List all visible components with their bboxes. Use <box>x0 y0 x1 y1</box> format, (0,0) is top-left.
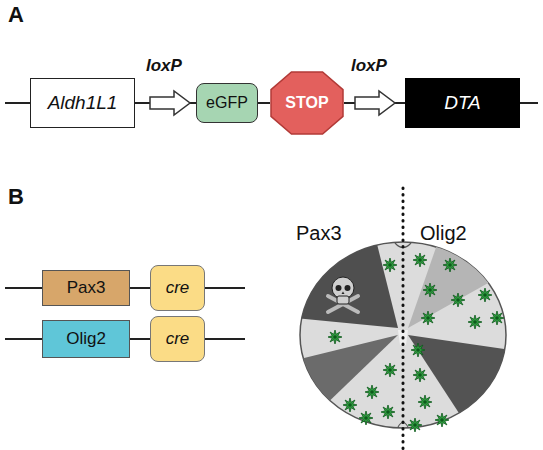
dna-line <box>5 287 42 289</box>
dna-connector <box>130 287 150 289</box>
promoter-box: Pax3 <box>42 270 130 306</box>
site-label: loxP <box>146 56 182 76</box>
ablated-region <box>296 236 398 328</box>
octagon-shape <box>271 72 343 134</box>
dna-line <box>520 102 538 104</box>
panel-letter: A <box>8 2 24 28</box>
midline-divider <box>402 188 405 450</box>
loxp-arrow <box>355 91 395 115</box>
panel-letter: B <box>8 184 24 210</box>
node-text: Olig2 <box>66 329 106 349</box>
gray-matter-wedge <box>296 335 398 412</box>
skull-symbol <box>328 277 358 312</box>
dna-line <box>5 338 42 340</box>
node-text: cre <box>166 329 190 349</box>
node-text: Pax3 <box>67 278 106 298</box>
astrocyte-cells <box>328 253 504 432</box>
region-label: Olig2 <box>420 222 467 245</box>
site-label: loxP <box>351 56 387 76</box>
ablated-region <box>408 335 512 430</box>
dna-line <box>5 102 30 104</box>
dna-connector <box>258 102 270 104</box>
promoter-box: Olig2 <box>42 320 130 358</box>
node-text: DTA <box>444 92 481 114</box>
promoter-box: Aldh1L1 <box>30 78 135 128</box>
cre-box: cre <box>150 265 205 311</box>
dna-connector <box>130 338 150 340</box>
loxp-arrow <box>150 91 190 115</box>
reporter-box: eGFP <box>196 83 258 123</box>
cre-box: cre <box>150 316 205 362</box>
dna-line <box>205 338 245 340</box>
stop-octagon: STOP <box>270 71 344 135</box>
dna-line <box>205 287 245 289</box>
gray-matter-wedge <box>408 236 508 328</box>
node-text: STOP <box>285 94 328 112</box>
region-label: Pax3 <box>296 222 342 245</box>
node-text: cre <box>166 278 190 298</box>
node-text: eGFP <box>206 94 248 112</box>
toxin-box: DTA <box>405 78 520 128</box>
node-text: Aldh1L1 <box>48 92 118 114</box>
